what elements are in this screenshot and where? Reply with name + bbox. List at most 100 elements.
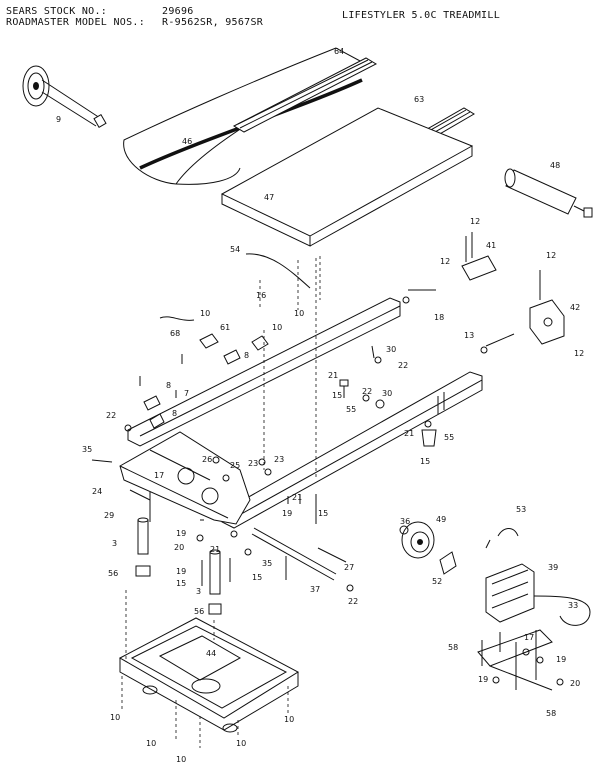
callout-15e: 15 bbox=[252, 573, 262, 582]
callout-10e: 10 bbox=[284, 715, 294, 724]
callout-19d: 19 bbox=[556, 655, 566, 664]
callout-7: 7 bbox=[184, 389, 189, 398]
bracket-41 bbox=[461, 232, 497, 281]
callout-19e: 19 bbox=[478, 675, 488, 684]
callout-23b: 23 bbox=[274, 455, 284, 464]
callout-21c: 21 bbox=[292, 493, 302, 502]
callout-21d: 21 bbox=[210, 545, 220, 554]
callout-10g: 10 bbox=[236, 739, 246, 748]
callout-56a: 56 bbox=[108, 569, 118, 578]
callout-15b: 15 bbox=[420, 457, 430, 466]
front-roller bbox=[22, 65, 107, 129]
callout-13: 13 bbox=[464, 331, 474, 340]
drive-motor-39 bbox=[485, 528, 591, 626]
callout-15d: 15 bbox=[176, 579, 186, 588]
side-rail-64 bbox=[232, 57, 378, 133]
callout-48: 48 bbox=[550, 161, 560, 170]
callout-9: 9 bbox=[56, 115, 61, 124]
callout-49: 49 bbox=[436, 515, 446, 524]
callout-19c: 19 bbox=[176, 567, 186, 576]
callout-10h: 10 bbox=[176, 755, 186, 764]
model-numbers-value: R-9562SR, 9567SR bbox=[162, 17, 264, 28]
callout-30a: 30 bbox=[386, 345, 396, 354]
callout-8a: 8 bbox=[244, 351, 249, 360]
deck-board bbox=[220, 107, 474, 247]
motor-mount-42 bbox=[529, 270, 565, 345]
base-pan-44 bbox=[118, 617, 300, 733]
callout-20b: 20 bbox=[570, 679, 580, 688]
callout-39: 39 bbox=[548, 563, 558, 572]
callout-37: 37 bbox=[310, 585, 320, 594]
rear-roller bbox=[504, 168, 593, 218]
callout-3a: 3 bbox=[112, 539, 117, 548]
callout-21a: 21 bbox=[328, 371, 338, 380]
legs-and-feet bbox=[135, 517, 287, 615]
motor-pulley-49 bbox=[399, 521, 457, 575]
callout-54: 54 bbox=[230, 245, 240, 254]
callout-10f: 10 bbox=[146, 739, 156, 748]
callout-15a: 15 bbox=[332, 391, 342, 400]
callout-10d: 10 bbox=[110, 713, 120, 722]
callout-15c: 15 bbox=[318, 509, 328, 518]
model-numbers-label: ROADMASTER MODEL NOS.: bbox=[6, 17, 146, 28]
front-crossbar bbox=[119, 431, 251, 525]
callout-22d: 22 bbox=[348, 597, 358, 606]
callout-10b: 10 bbox=[200, 309, 210, 318]
callout-12b: 12 bbox=[440, 257, 450, 266]
cable-54 bbox=[245, 253, 311, 289]
callout-41: 41 bbox=[486, 241, 496, 250]
callout-10c: 10 bbox=[272, 323, 282, 332]
callout-22c: 22 bbox=[106, 411, 116, 420]
callout-26: 26 bbox=[202, 455, 212, 464]
callout-42: 42 bbox=[570, 303, 580, 312]
callout-29: 29 bbox=[104, 511, 114, 520]
callout-58a: 58 bbox=[448, 643, 458, 652]
assembly-guide-lines bbox=[121, 256, 321, 748]
callout-61: 61 bbox=[220, 323, 230, 332]
callout-19a: 19 bbox=[282, 509, 292, 518]
product-title: LIFESTYLER 5.0C TREADMILL bbox=[342, 10, 501, 21]
stock-number-value: 29696 bbox=[162, 6, 194, 17]
callout-25: 25 bbox=[230, 461, 240, 470]
callout-64: 64 bbox=[334, 47, 344, 56]
callout-3b: 3 bbox=[196, 587, 201, 596]
callout-10a: 10 bbox=[294, 309, 304, 318]
callout-19b: 19 bbox=[176, 529, 186, 538]
callout-22a: 22 bbox=[398, 361, 408, 370]
callout-8b: 8 bbox=[166, 381, 171, 390]
callout-55a: 55 bbox=[346, 405, 356, 414]
callout-56b: 56 bbox=[194, 607, 204, 616]
callout-35a: 35 bbox=[82, 445, 92, 454]
callout-21b: 21 bbox=[404, 429, 414, 438]
callout-36: 36 bbox=[400, 517, 410, 526]
callout-53: 53 bbox=[516, 505, 526, 514]
callout-68: 68 bbox=[170, 329, 180, 338]
stock-number-label: SEARS STOCK NO.: bbox=[6, 6, 108, 17]
callout-20a: 20 bbox=[174, 543, 184, 552]
callout-35b: 35 bbox=[262, 559, 272, 568]
callout-18: 18 bbox=[434, 313, 444, 322]
callout-55b: 55 bbox=[444, 433, 454, 442]
callout-24: 24 bbox=[92, 487, 102, 496]
callout-58b: 58 bbox=[546, 709, 556, 718]
callout-16: 16 bbox=[256, 291, 266, 300]
callout-17a: 17 bbox=[154, 471, 164, 480]
callout-17b: 17 bbox=[524, 633, 534, 642]
callout-63: 63 bbox=[414, 95, 424, 104]
callout-12c: 12 bbox=[546, 251, 556, 260]
motor-bracket-58 bbox=[477, 629, 564, 691]
callout-46: 46 bbox=[182, 137, 192, 146]
frame-right-rail bbox=[221, 371, 483, 529]
callout-12a: 12 bbox=[470, 217, 480, 226]
axle-37 bbox=[251, 527, 354, 592]
callout-44: 44 bbox=[206, 649, 216, 658]
callout-47: 47 bbox=[264, 193, 274, 202]
callout-23a: 23 bbox=[248, 459, 258, 468]
callout-27: 27 bbox=[344, 563, 354, 572]
callout-33: 33 bbox=[568, 601, 578, 610]
callout-52: 52 bbox=[432, 577, 442, 586]
callout-30b: 30 bbox=[382, 389, 392, 398]
callout-8c: 8 bbox=[172, 409, 177, 418]
hardware-fasteners bbox=[91, 289, 515, 524]
